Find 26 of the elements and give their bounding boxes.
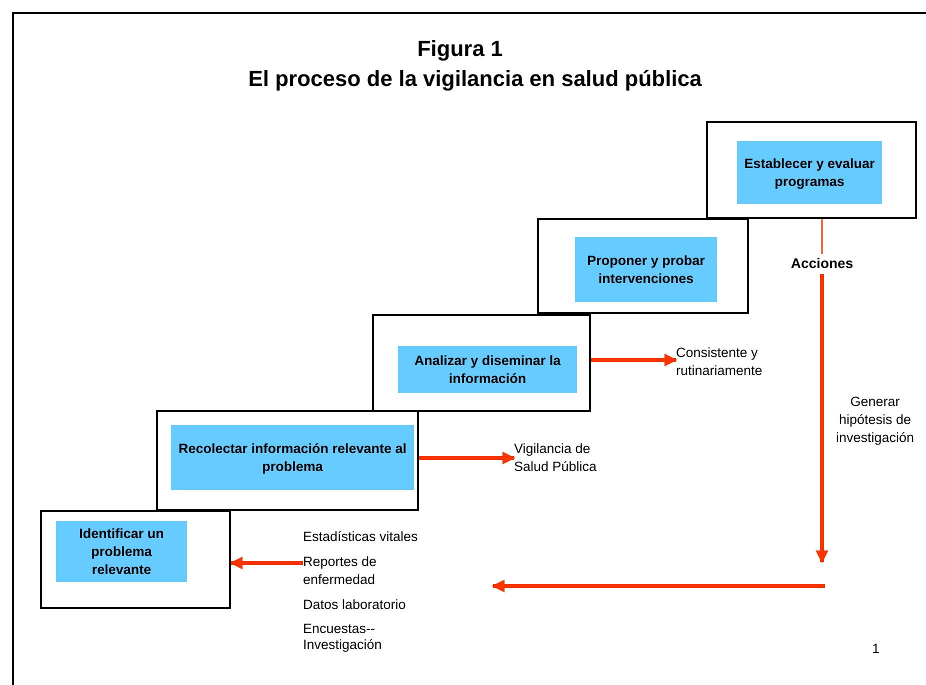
data-source-text: Encuestas-- Investigación (303, 621, 383, 653)
arrow (419, 452, 516, 464)
connector-line (821, 219, 823, 254)
step-frame (537, 218, 749, 314)
figure-number: Figura 1 (416, 36, 504, 62)
arrow (230, 556, 303, 570)
step-frame (372, 314, 591, 412)
data-source-text: Reportes de enfermedad (303, 553, 378, 589)
step-frame (706, 121, 917, 219)
step-frame (40, 510, 231, 609)
step-label: Identificar un problema relevante (56, 521, 187, 582)
step-label: Establecer y evaluar programas (737, 141, 882, 204)
title: El proceso de la vigilancia en salud pública (247, 66, 703, 92)
step-label: Proponer y probar intervenciones (575, 237, 717, 302)
step-label: Analizar y diseminar la información (398, 346, 577, 393)
arrow (492, 580, 825, 592)
note-text: Consistente y rutinariamente (676, 344, 786, 382)
data-source-text: Estadísticas vitales (303, 528, 419, 546)
data-source-text: Datos laboratorio (303, 596, 407, 614)
note-text: Vigilancia de Salud Pública (514, 440, 624, 480)
step-label: Recolectar información relevante al problema (171, 425, 414, 490)
arrow (591, 354, 678, 366)
page-number: 1 (872, 640, 881, 658)
step-frame (156, 410, 419, 511)
arrow (816, 274, 828, 564)
action-label: Acciones (784, 254, 860, 274)
